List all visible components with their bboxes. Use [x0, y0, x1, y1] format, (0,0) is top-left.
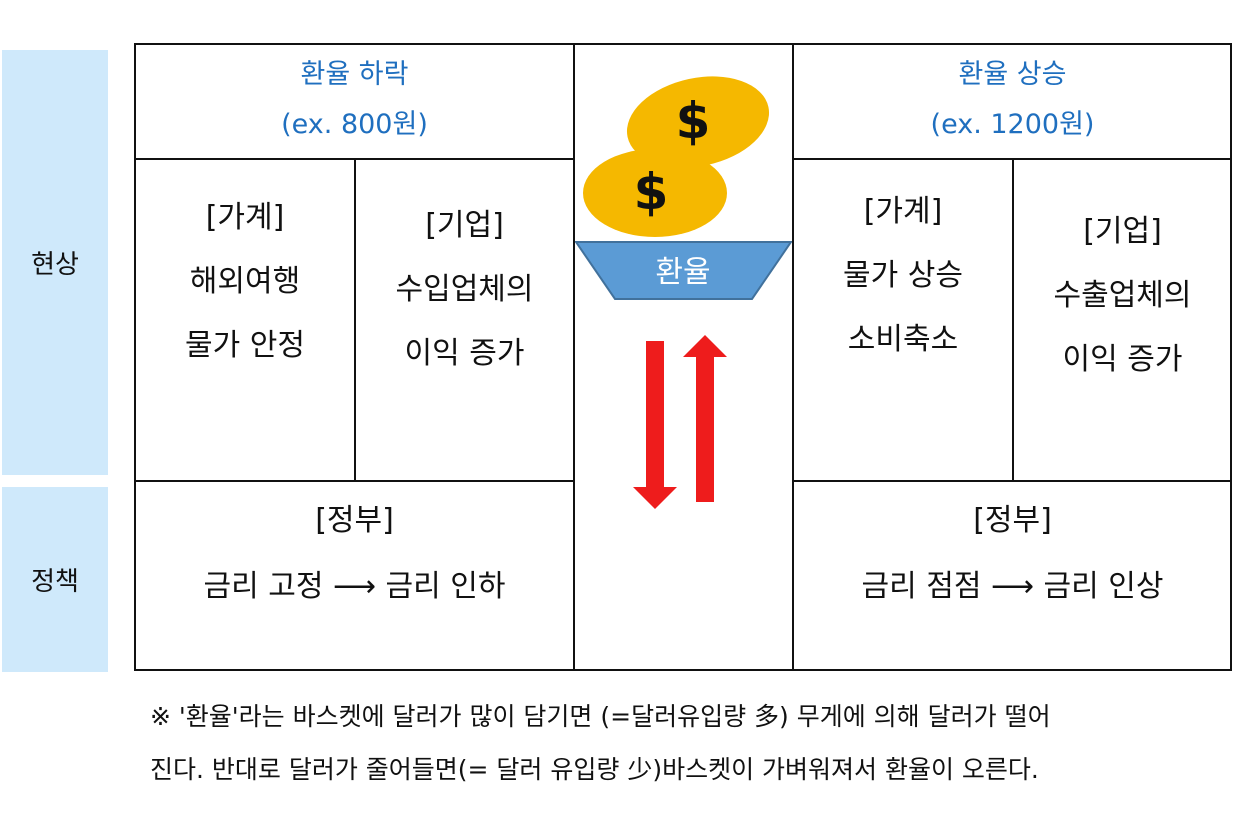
right-household-label: [가계]	[863, 194, 943, 229]
right-company-line1: 수출업체의	[1053, 278, 1192, 313]
down-arrow-shaft	[646, 341, 664, 489]
right-household-cell: [가계] 물가 상승 소비축소	[794, 180, 1012, 372]
divider-left-policy	[134, 480, 574, 482]
dollar-coin-icon: $	[583, 149, 727, 237]
footnote-line-1: ※ '환율'라는 바스켓에 달러가 많이 담기면 (=달러유입량 多) 무게에 …	[150, 702, 1051, 731]
divider-left-center	[573, 43, 575, 671]
left-company-line2: 이익 증가	[404, 336, 525, 371]
left-government-label: [정부]	[315, 503, 394, 538]
divider-left-split	[354, 158, 356, 481]
right-government-cell: [정부] 금리 점점 ⟶ 금리 인상	[794, 488, 1231, 620]
down-arrow-head	[633, 487, 677, 509]
right-example: (ex. 1200원)	[930, 109, 1095, 140]
left-government-policy: 금리 고정 ⟶ 금리 인하	[203, 569, 506, 604]
divider-center-right	[792, 43, 794, 671]
down-arrow-icon	[633, 341, 677, 509]
right-household-line1: 물가 상승	[843, 258, 963, 293]
dollar-coin-icon: $	[626, 76, 770, 168]
left-government-cell: [정부] 금리 고정 ⟶ 금리 인하	[136, 488, 573, 620]
left-company-line1: 수입업체의	[395, 272, 534, 307]
up-arrow-shaft	[696, 355, 714, 502]
right-company-label: [기업]	[1083, 214, 1162, 249]
exchange-rate-table	[134, 43, 1232, 671]
left-title: 환율 하락	[300, 59, 409, 90]
left-company-cell: [기업] 수입업체의 이익 증가	[356, 194, 573, 386]
coin-bottom-symbol: $	[634, 163, 669, 221]
right-household-line2: 소비축소	[847, 322, 959, 357]
right-company-line2: 이익 증가	[1062, 342, 1183, 377]
right-government-label: [정부]	[973, 503, 1052, 538]
basket-icon	[575, 241, 792, 300]
side-label-policy: 정책	[2, 487, 108, 672]
coin-top-symbol: $	[676, 92, 711, 150]
left-header: 환율 하락 (ex. 800원)	[136, 50, 573, 156]
left-household-label: [가계]	[205, 200, 285, 235]
coin-bottom	[583, 149, 727, 237]
footnote-line-2: 진다. 반대로 달러가 줄어들면(= 달러 유입량 少)바스켓이 가벼워져서 환…	[150, 755, 1039, 784]
left-company-label: [기업]	[425, 208, 504, 243]
left-household-line2: 물가 안정	[185, 328, 305, 363]
right-company-cell: [기업] 수출업체의 이익 증가	[1014, 200, 1231, 392]
right-header: 환율 상승 (ex. 1200원)	[794, 50, 1231, 156]
right-government-policy: 금리 점점 ⟶ 금리 인상	[861, 569, 1164, 604]
up-arrow-icon	[683, 335, 727, 502]
coin-top	[626, 76, 770, 168]
side-label-phenomenon: 현상	[2, 50, 108, 475]
left-example: (ex. 800원)	[281, 109, 428, 140]
side-label-phenomenon-text: 현상	[31, 250, 79, 280]
right-title: 환율 상승	[958, 59, 1067, 90]
exchange-rate-basket-illustration: $ $ 환율	[575, 76, 792, 509]
up-arrow-head	[683, 335, 727, 357]
divider-right-policy	[792, 480, 1232, 482]
divider-right-split	[1012, 158, 1014, 481]
left-household-line1: 해외여행	[189, 264, 301, 299]
basket-label: 환율	[655, 255, 710, 290]
left-household-cell: [가계] 해외여행 물가 안정	[136, 186, 354, 378]
side-label-policy-text: 정책	[31, 567, 79, 597]
